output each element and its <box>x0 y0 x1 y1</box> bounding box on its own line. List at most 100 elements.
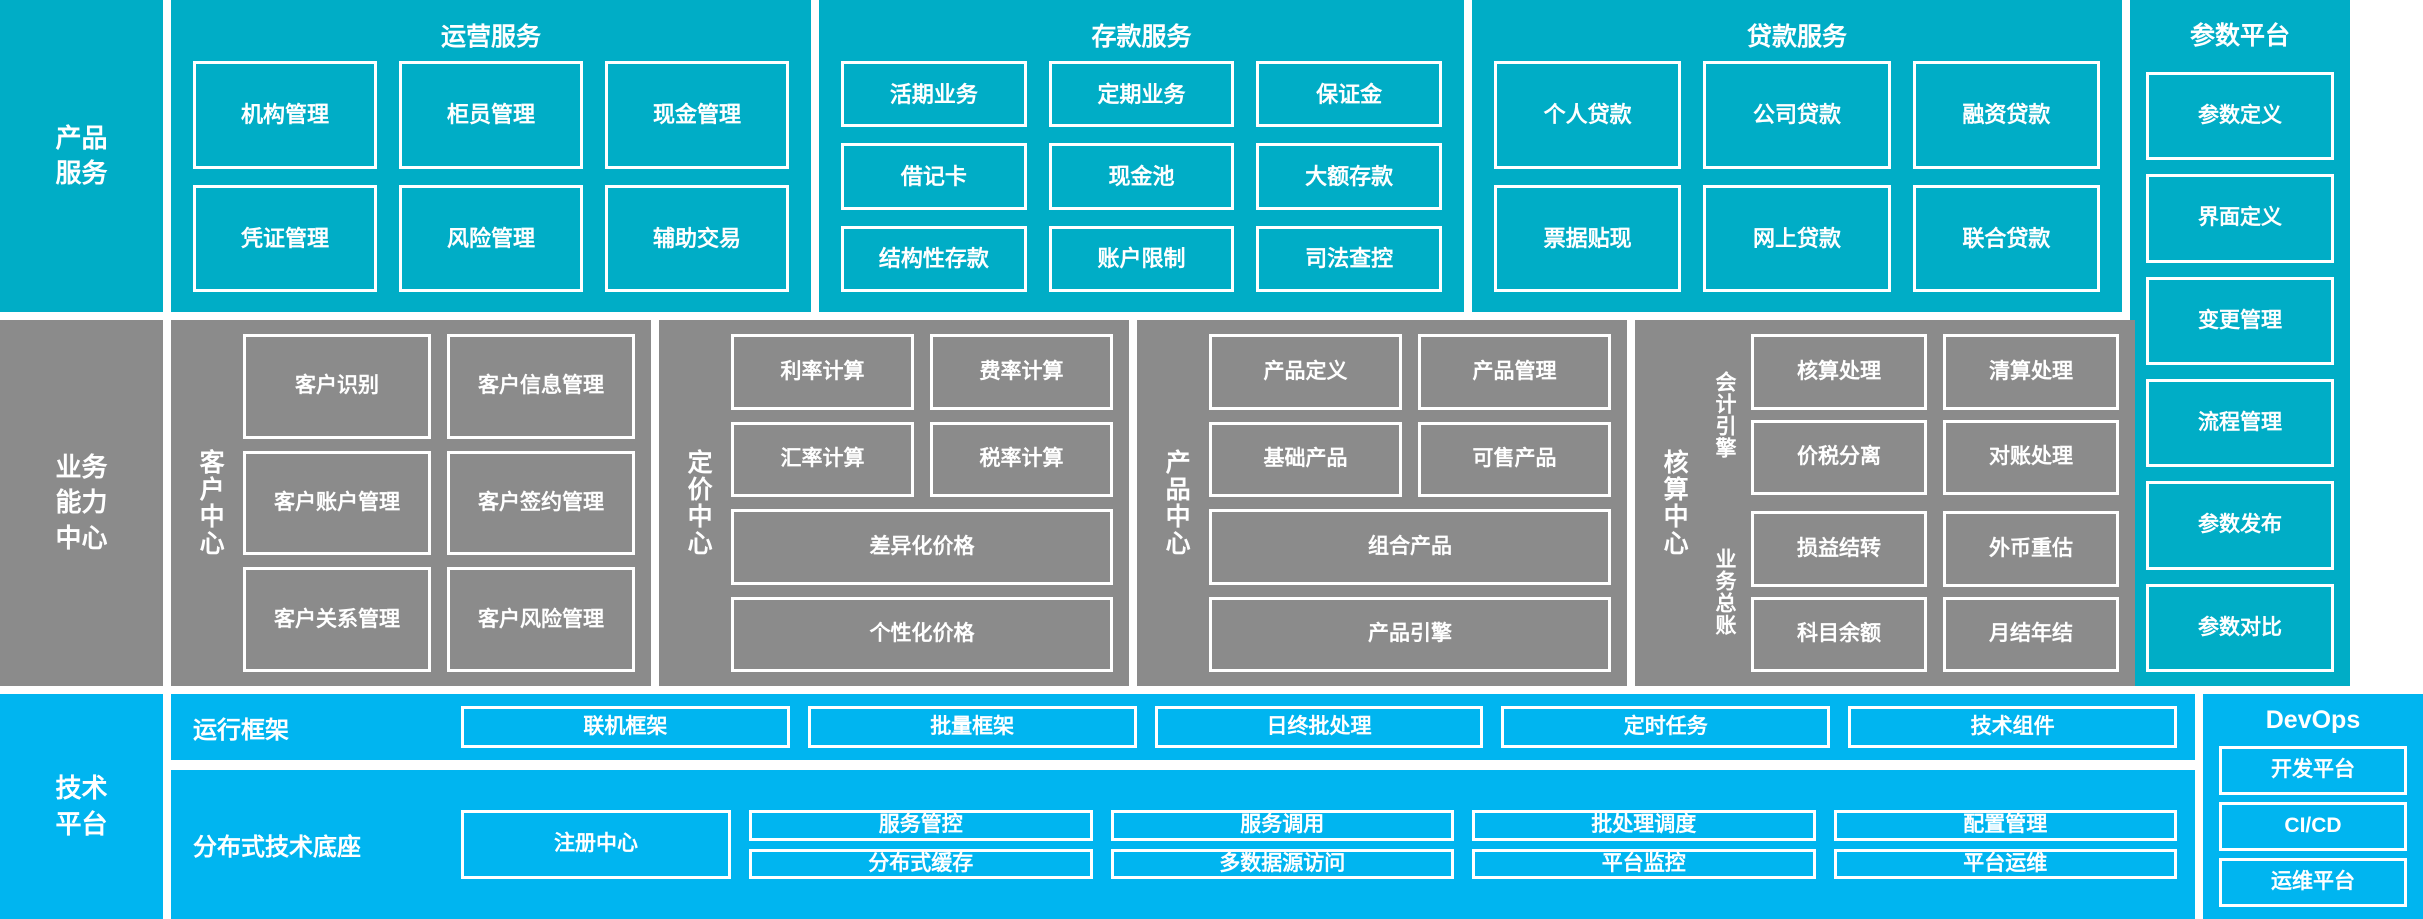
operation-service-grid: 机构管理 柜员管理 现金管理 凭证管理 风险管理 辅助交易 <box>171 61 811 312</box>
tech-box-eod-batch-processing[interactable]: 日终批处理 <box>1154 706 1484 748</box>
tech-box-service-governance[interactable]: 服务管控 <box>749 810 1093 841</box>
capability-box-interest-rate-calc[interactable]: 利率计算 <box>731 334 914 410</box>
param-box-parameter-definition[interactable]: 参数定义 <box>2146 72 2334 161</box>
service-box-structured-deposit[interactable]: 结构性存款 <box>841 225 1027 292</box>
service-box-risk-mgmt[interactable]: 风险管理 <box>399 184 583 292</box>
capability-box-customer-relationship-mgmt[interactable]: 客户关系管理 <box>243 567 431 673</box>
service-box-auxiliary-transaction[interactable]: 辅助交易 <box>605 184 789 292</box>
registry-center-wrapper: 注册中心 <box>461 810 731 879</box>
tech-box-multi-datasource-access[interactable]: 多数据源访问 <box>1110 848 1454 879</box>
capability-box-base-product[interactable]: 基础产品 <box>1209 421 1402 497</box>
capability-box-price-tax-separation[interactable]: 价税分离 <box>1751 419 1927 495</box>
layer-label-product-service: 产品服务 <box>0 0 163 312</box>
service-box-online-loan[interactable]: 网上贷款 <box>1703 184 1891 292</box>
strip-label-runtime-framework: 运行框架 <box>193 716 289 744</box>
runtime-framework-cells: 联机框架 批量框架 日终批处理 定时任务 技术组件 <box>461 706 2177 748</box>
capability-box-account-balance[interactable]: 科目余额 <box>1751 596 1927 672</box>
tech-box-platform-operations[interactable]: 平台运维 <box>1833 848 2177 879</box>
tech-box-service-invocation[interactable]: 服务调用 <box>1110 810 1454 841</box>
layer-product-service: 产品服务 运营服务 机构管理 柜员管理 现金管理 凭证管理 风险管理 辅助交易 … <box>0 0 2423 686</box>
loan-service-grid: 个人贷款 公司贷款 融资贷款 票据贴现 网上贷款 联合贷款 <box>1472 61 2122 312</box>
capability-box-accounting-processing[interactable]: 核算处理 <box>1751 334 1927 410</box>
service-box-cash-mgmt[interactable]: 现金管理 <box>605 61 789 169</box>
capability-box-reconciliation-processing[interactable]: 对账处理 <box>1943 419 2119 495</box>
capability-box-product-definition[interactable]: 产品定义 <box>1209 334 1402 410</box>
service-box-cash-pool[interactable]: 现金池 <box>1048 143 1235 210</box>
group-title-parameter-platform: 参数平台 <box>2189 22 2290 50</box>
tech-box-batch-scheduling[interactable]: 批处理调度 <box>1472 810 1816 841</box>
service-box-large-deposit[interactable]: 大额存款 <box>1256 143 1442 210</box>
tech-box-batch-framework[interactable]: 批量框架 <box>807 706 1137 748</box>
param-box-parameter-comparison[interactable]: 参数对比 <box>2146 583 2334 672</box>
pricing-center-row: 个性化价格 <box>731 596 1113 672</box>
group-product-center: 产品中心 产品定义 产品管理 基础产品 可售产品 组合产品 产品引擎 <box>1137 320 1627 686</box>
service-box-financing-loan[interactable]: 融资贷款 <box>1912 61 2100 169</box>
subgroup-vlabel-general-ledger: 业务总账 <box>1713 547 1737 636</box>
capability-box-customer-info-mgmt[interactable]: 客户信息管理 <box>447 334 635 439</box>
param-platform-spacer <box>2143 320 2363 686</box>
capability-box-differential-pricing[interactable]: 差异化价格 <box>731 509 1113 585</box>
capability-box-customer-identification[interactable]: 客户识别 <box>243 334 431 439</box>
capability-box-settlement-processing[interactable]: 清算处理 <box>1943 334 2119 410</box>
capability-box-sellable-product[interactable]: 可售产品 <box>1418 421 1611 497</box>
strip-distributed-technology-base: 分布式技术底座 注册中心 服务管控 分布式缓存 服务调用 多数据源访问 <box>171 770 2195 919</box>
capability-box-fee-rate-calc[interactable]: 费率计算 <box>930 334 1113 410</box>
group-vlabel-customer-center: 客户中心 <box>196 449 225 557</box>
pricing-center-row: 汇率计算 税率计算 <box>731 421 1113 497</box>
service-box-bill-discount[interactable]: 票据贴现 <box>1494 184 1682 292</box>
accounting-center-body: 会计引擎 核算处理 清算处理 价税分离 对账处理 业务总账 损益结转 外币重估 … <box>1707 334 2119 672</box>
service-box-margin-deposit[interactable]: 保证金 <box>1256 61 1442 128</box>
tech-box-distributed-cache[interactable]: 分布式缓存 <box>749 848 1093 879</box>
service-box-account-restriction[interactable]: 账户限制 <box>1048 225 1235 292</box>
devops-box-ci-cd[interactable]: CI/CD <box>2219 802 2407 851</box>
param-box-change-management[interactable]: 变更管理 <box>2146 276 2334 365</box>
capability-box-foreign-currency-revaluation[interactable]: 外币重估 <box>1943 511 2119 587</box>
pricing-center-row: 利率计算 费率计算 <box>731 334 1113 410</box>
tech-box-registry-center[interactable]: 注册中心 <box>461 810 731 879</box>
layer-label-text: 技术平台 <box>55 773 108 839</box>
service-box-voucher-mgmt[interactable]: 凭证管理 <box>193 184 377 292</box>
capability-box-month-year-end-closing[interactable]: 月结年结 <box>1943 596 2119 672</box>
service-box-time-deposit[interactable]: 定期业务 <box>1048 61 1235 128</box>
strip-runtime-framework: 运行框架 联机框架 批量框架 日终批处理 定时任务 技术组件 <box>171 694 2195 760</box>
group-deposit-service: 存款服务 活期业务 定期业务 保证金 借记卡 现金池 大额存款 结构性存款 账户… <box>819 0 1464 312</box>
tech-box-technical-component[interactable]: 技术组件 <box>1848 706 2177 748</box>
service-box-corporate-loan[interactable]: 公司贷款 <box>1703 61 1891 169</box>
general-ledger-grid: 损益结转 外币重估 科目余额 月结年结 <box>1751 511 2119 672</box>
service-box-demand-deposit[interactable]: 活期业务 <box>841 61 1027 128</box>
devops-box-operations-platform[interactable]: 运维平台 <box>2219 858 2407 907</box>
group-title-loan-service: 贷款服务 <box>1746 23 1847 51</box>
accounting-subgroup-accounting-engine: 会计引擎 核算处理 清算处理 价税分离 对账处理 <box>1707 334 2119 495</box>
group-parameter-platform: 参数平台 参数定义 界面定义 变更管理 流程管理 参数发布 参数对比 <box>2130 0 2350 686</box>
capability-box-customer-account-mgmt[interactable]: 客户账户管理 <box>243 450 431 556</box>
tech-box-online-framework[interactable]: 联机框架 <box>461 706 790 748</box>
product-center-row: 基础产品 可售产品 <box>1209 421 1611 497</box>
distributed-base-column: 服务管控 分布式缓存 <box>749 810 1093 879</box>
tech-box-configuration-management[interactable]: 配置管理 <box>1833 810 2177 841</box>
capability-box-profit-loss-carryover[interactable]: 损益结转 <box>1751 511 1927 587</box>
devops-box-development-platform[interactable]: 开发平台 <box>2219 746 2407 795</box>
service-box-judicial-control[interactable]: 司法查控 <box>1256 225 1442 292</box>
capability-box-product-engine[interactable]: 产品引擎 <box>1209 596 1611 672</box>
tech-box-platform-monitoring[interactable]: 平台监控 <box>1472 848 1816 879</box>
service-box-syndicated-loan[interactable]: 联合贷款 <box>1912 184 2100 292</box>
service-box-personal-loan[interactable]: 个人贷款 <box>1494 61 1682 169</box>
capability-box-product-management[interactable]: 产品管理 <box>1418 334 1611 410</box>
group-accounting-center: 核算中心 会计引擎 核算处理 清算处理 价税分离 对账处理 业务总账 损益结转 … <box>1635 320 2135 686</box>
tech-box-scheduled-task[interactable]: 定时任务 <box>1501 706 1831 748</box>
accounting-subgroup-general-ledger: 业务总账 损益结转 外币重估 科目余额 月结年结 <box>1707 511 2119 672</box>
service-box-organization-mgmt[interactable]: 机构管理 <box>193 61 377 169</box>
capability-box-exchange-rate-calc[interactable]: 汇率计算 <box>731 421 914 497</box>
capability-box-tax-rate-calc[interactable]: 税率计算 <box>930 421 1113 497</box>
capability-box-customer-contract-mgmt[interactable]: 客户签约管理 <box>447 450 635 556</box>
service-box-debit-card[interactable]: 借记卡 <box>841 143 1027 210</box>
group-vlabel-accounting-center: 核算中心 <box>1660 449 1689 557</box>
param-box-process-management[interactable]: 流程管理 <box>2146 378 2334 468</box>
param-box-parameter-release[interactable]: 参数发布 <box>2146 481 2334 570</box>
capability-box-personalized-pricing[interactable]: 个性化价格 <box>731 596 1113 672</box>
capability-box-customer-risk-mgmt[interactable]: 客户风险管理 <box>447 567 635 673</box>
param-box-interface-definition[interactable]: 界面定义 <box>2146 174 2334 263</box>
capability-box-composite-product[interactable]: 组合产品 <box>1209 509 1611 585</box>
service-box-teller-mgmt[interactable]: 柜员管理 <box>399 61 583 169</box>
